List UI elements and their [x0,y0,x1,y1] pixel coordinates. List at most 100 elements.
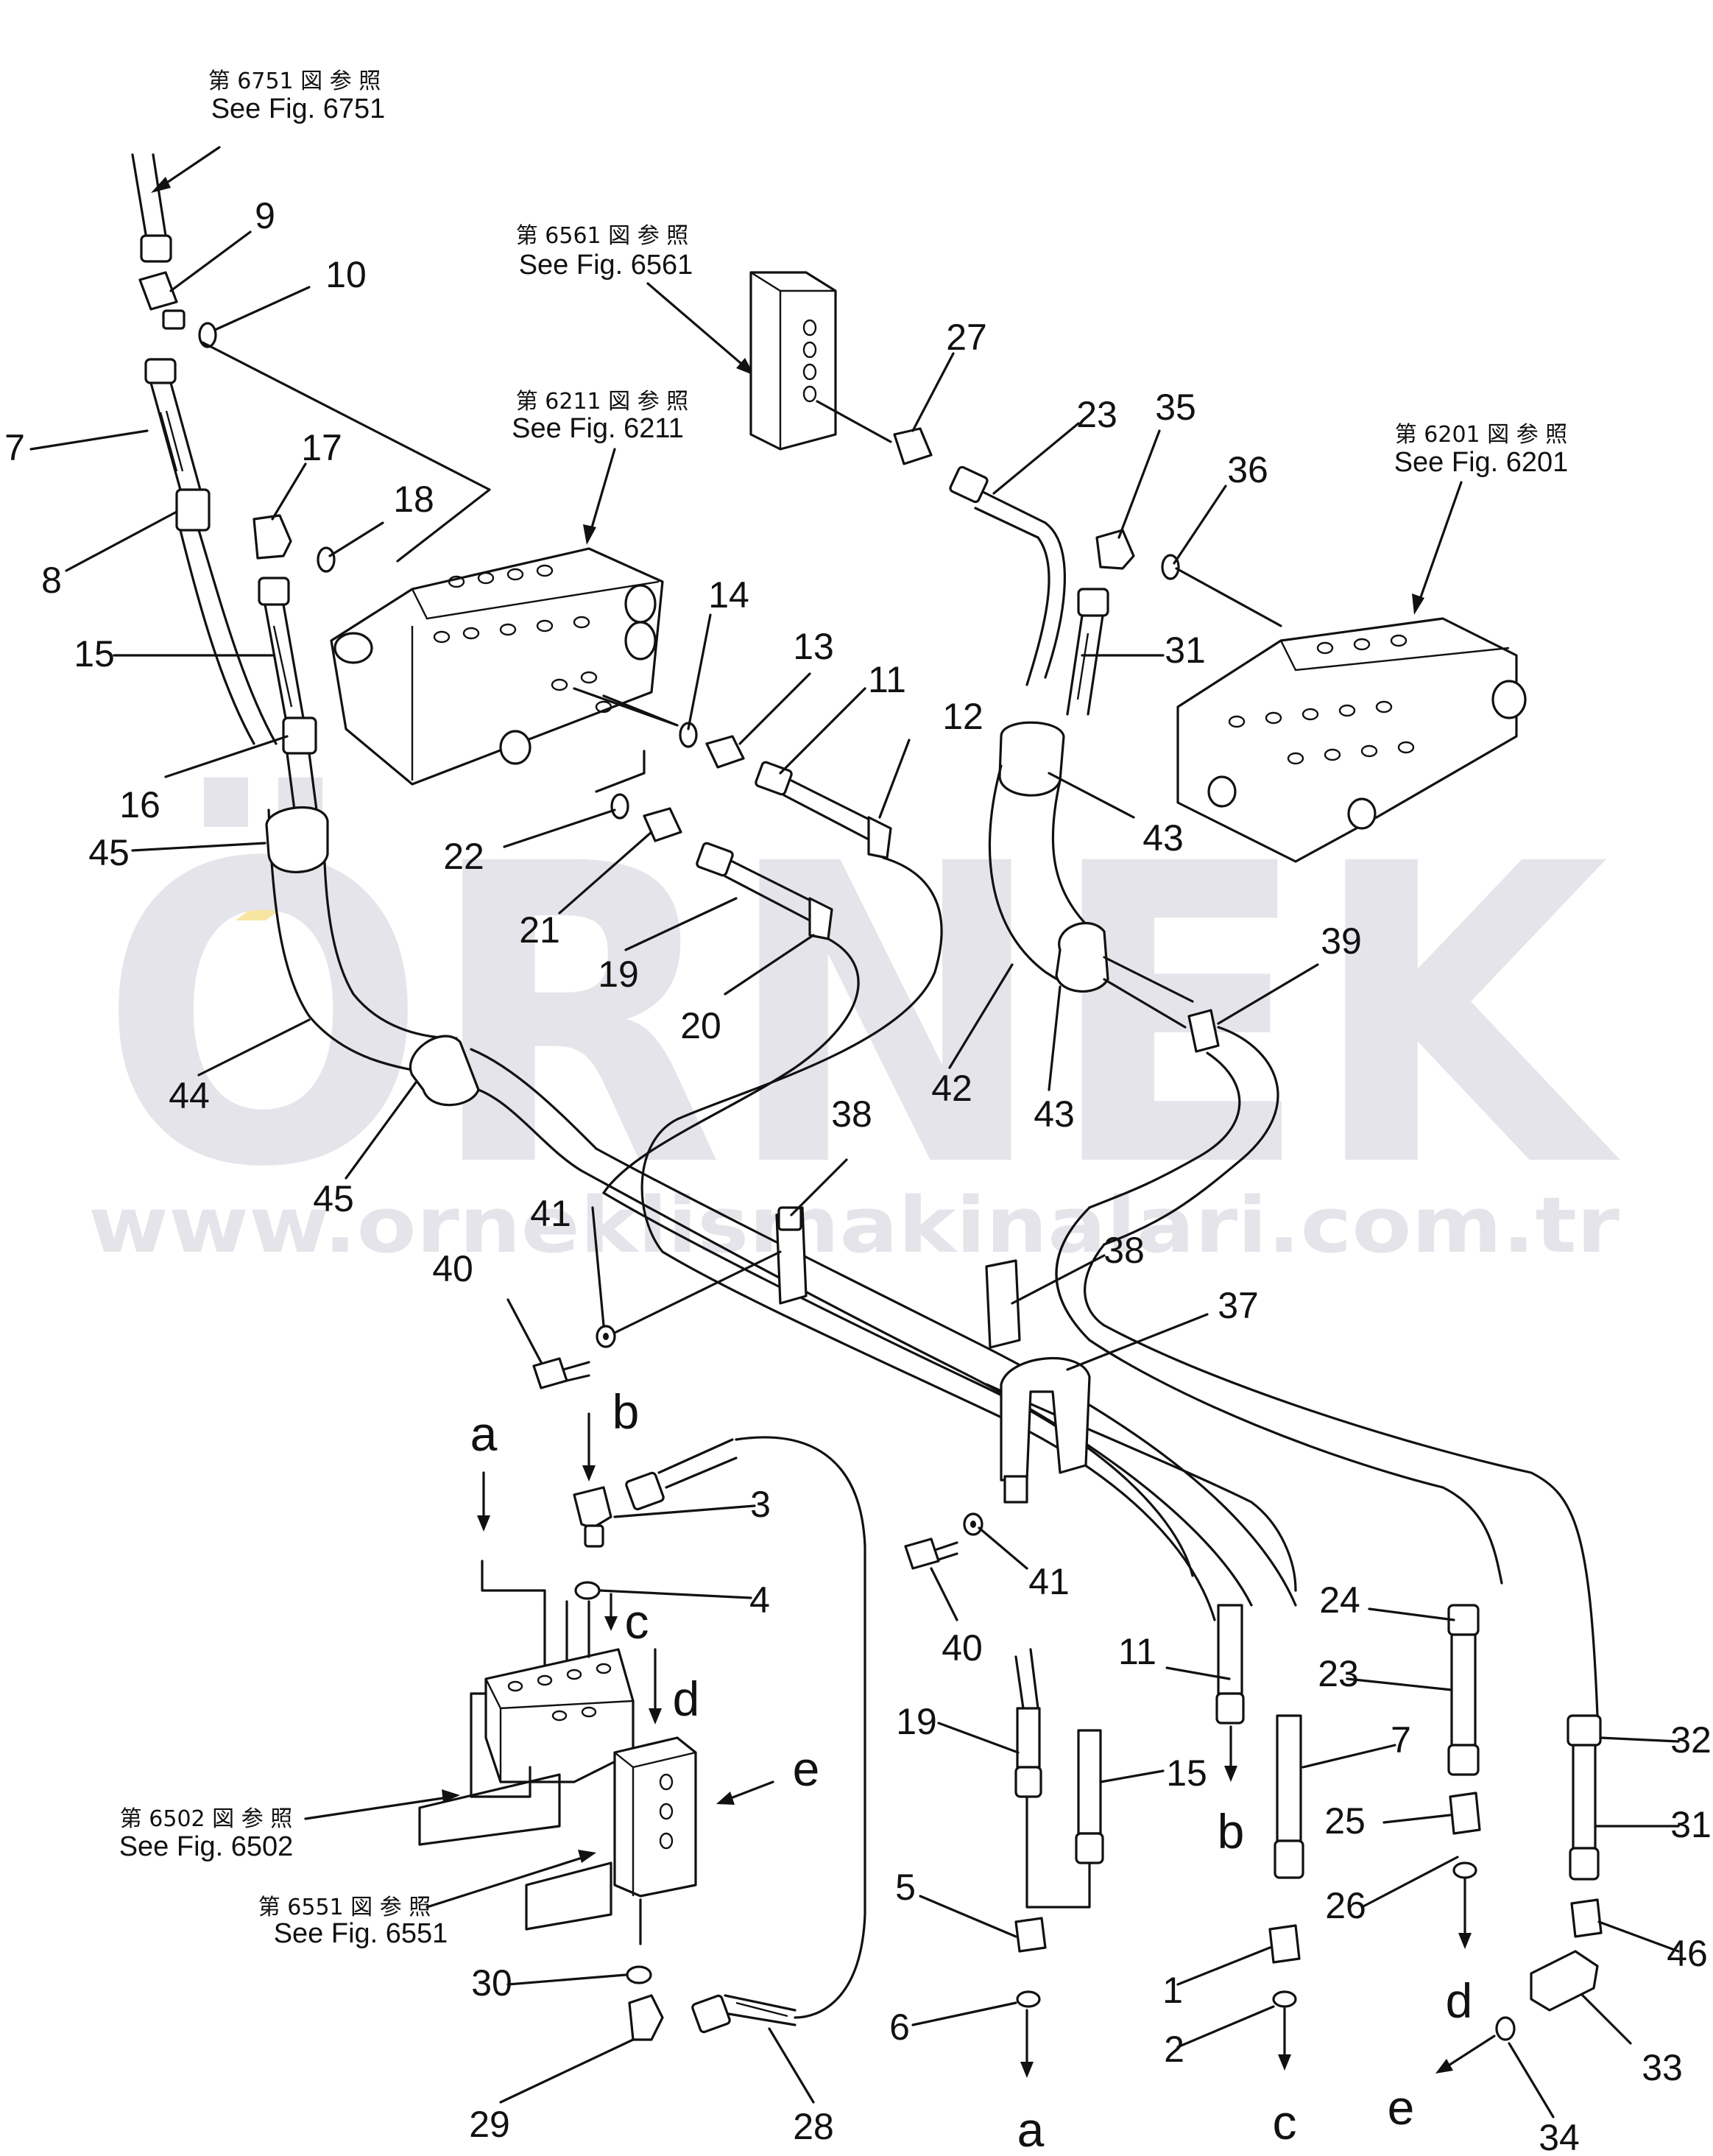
callout-23: 23 [1318,1653,1359,1694]
connection-letter-e: e [1388,2080,1415,2135]
pipe-end [131,153,149,244]
hose-nut-19 [696,842,734,877]
tube-8 [197,529,278,745]
connection-arrows [477,1412,1496,2078]
callout-37: 37 [1218,1285,1259,1326]
block-ports [802,319,817,403]
hose-19-body [1016,1707,1041,1769]
hose-7-texture [159,410,184,472]
connection-letter-c: c [1273,2095,1297,2149]
hose-15-nut [1075,1832,1104,1864]
callout-19: 19 [598,954,639,995]
connection-letter-e: e [793,1741,820,1796]
reference-en: See Fig. 6551 [274,1918,448,1949]
arrowhead [477,1515,490,1532]
connection-letter-c: c [625,1594,649,1649]
callout-38: 38 [831,1093,872,1135]
elbow-17 [252,514,292,560]
callout-4: 4 [749,1579,770,1621]
arrow-e-out [1441,2035,1496,2071]
tee-nipple [162,309,186,330]
connection-letter-b: b [612,1384,640,1439]
reference-fig6201: 第 6201 図 参 照 See Fig. 6201 [1394,422,1569,478]
arrowhead [1412,593,1424,615]
tube-39-route [1088,1051,1241,1209]
watermark-accent-mark [151,891,221,920]
hose-clamp-45 [409,1035,480,1107]
reference-arrows [151,146,1463,1909]
tube-end [1014,1648,1039,1710]
callout-40: 40 [942,1627,983,1669]
arrow-6211 [587,448,616,539]
hose-clamp-43 [1055,922,1109,993]
callout-25: 25 [1324,1800,1366,1842]
valve-block-6551 [613,1736,697,1898]
reference-jp: 第 6502 図 参 照 [120,1806,293,1832]
valve-bolt-holes [1228,634,1415,765]
reference-fig6502: 第 6502 図 参 照 See Fig. 6502 [119,1806,294,1862]
callout-23: 23 [1076,394,1117,435]
clamp-16 [282,716,317,755]
valve-port [1491,680,1527,719]
arrowhead [1458,1933,1472,1949]
control-valve-left [330,547,679,786]
leader-lines [29,230,1680,2118]
tee-3-nipple [584,1524,604,1548]
callout-46: 46 [1667,1933,1708,1974]
o-ring-22 [610,793,629,820]
hose-31-texture [1076,633,1089,700]
hose-23-nut [1447,1744,1480,1776]
callout-41: 41 [1028,1561,1070,1602]
reference-fig6211: 第 6211 図 参 照 See Fig. 6211 [512,389,688,444]
callout-43: 43 [1142,817,1184,859]
clamp-37-foot [1003,1475,1028,1504]
callout-2: 2 [1164,2029,1184,2070]
arrowhead [1224,1766,1237,1782]
callout-27: 27 [946,317,987,358]
tube-bundle [580,1147,1599,1717]
hose-nut-7 [144,358,177,384]
reference-en: See Fig. 6751 [211,94,386,124]
connection-letters: a b c d e a b d c e [470,1384,1473,2156]
callout-36: 36 [1227,449,1268,490]
mount-plate [525,1861,612,1931]
hose-clamp-45 [265,806,329,873]
callout-42: 42 [931,1068,972,1109]
tube-8 [179,529,255,745]
o-ring-30 [626,1965,652,1984]
bottom-left-assembly [418,1436,866,2041]
block-edge [750,271,836,449]
adapter-5 [1014,1917,1047,1953]
connection-letter-d: d [1446,1973,1473,2028]
callout-5: 5 [895,1867,916,1908]
valve-port [1347,797,1377,830]
o-ring-4 [574,1581,601,1600]
reference-jp: 第 6201 図 参 照 [1395,422,1568,448]
block-ports [507,1663,612,1722]
connection-letter-a: a [470,1406,498,1461]
callout-7: 7 [1391,1719,1411,1761]
callout-3: 3 [750,1484,771,1525]
hose-11-nut [1215,1692,1245,1725]
bundle-tube [602,1191,1194,1577]
valve-block-6561 [749,271,1066,686]
callout-29: 29 [469,2104,510,2145]
bottom-right-hoses [1014,1604,1603,2041]
o-ring-18 [317,546,336,573]
hose-15 [264,603,287,719]
hose-15-texture [272,625,293,708]
callout-32: 32 [1670,1719,1712,1761]
block-6561 [749,271,837,451]
callout-15: 15 [74,633,115,674]
callout-8: 8 [41,560,62,601]
bundle-tube [1084,1243,1599,1717]
washer-hole [603,1333,609,1340]
elbow-33 [1530,1950,1599,2012]
tee-fitting-9 [138,271,178,311]
hose-31-body [1572,1744,1597,1850]
valve-bolt-holes [433,564,612,714]
hose-clamp-43 [998,721,1065,797]
arrowhead [604,1616,618,1631]
arrowhead [442,1789,460,1803]
callout-6: 6 [889,2007,910,2048]
